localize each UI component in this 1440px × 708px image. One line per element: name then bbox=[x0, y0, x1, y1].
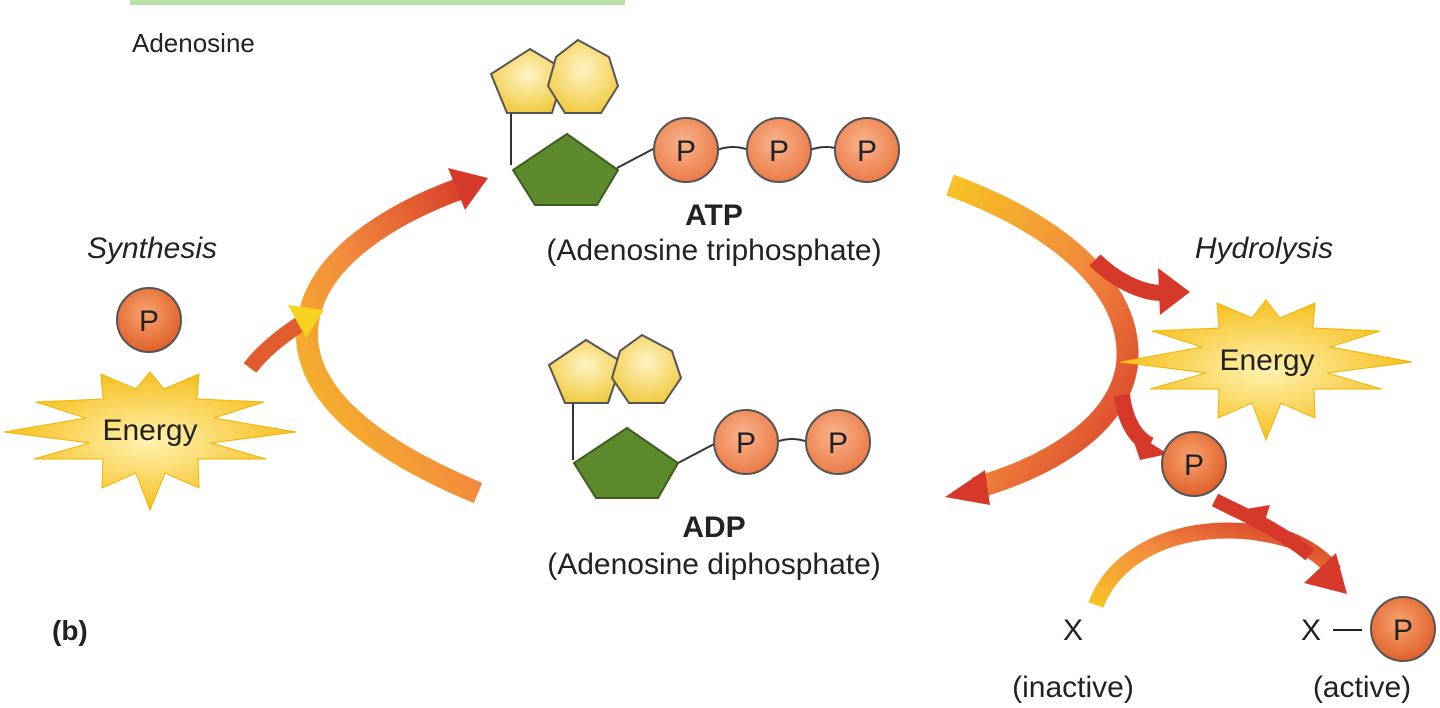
atp-phosphate-3: P bbox=[834, 117, 900, 183]
header-bar bbox=[130, 0, 625, 5]
phosphorylation-arrowhead bbox=[1304, 553, 1347, 594]
atp-molecule: P P P bbox=[489, 38, 900, 206]
svg-text:P: P bbox=[828, 427, 848, 460]
synthesis-energy-burst: Energy bbox=[3, 371, 297, 512]
x-inactive: X bbox=[1063, 614, 1083, 647]
energy-output-arrowhead bbox=[1158, 268, 1190, 315]
svg-text:Energy: Energy bbox=[1219, 344, 1314, 377]
energy-input-arrow bbox=[243, 317, 305, 373]
hydrolysis-arrow bbox=[946, 174, 1139, 499]
atp-ribose-pentagon bbox=[511, 132, 620, 206]
adp-adenine-pentagon bbox=[547, 338, 624, 404]
adp-phosphate-2: P bbox=[805, 409, 871, 475]
adp-title: ADP bbox=[682, 511, 745, 544]
svg-text:P: P bbox=[1184, 449, 1204, 482]
x-active: X bbox=[1301, 614, 1321, 647]
adp-molecule: P P bbox=[547, 333, 871, 499]
adp-phosphate-1: P bbox=[713, 409, 779, 475]
hydrolysis-label: Hydrolysis bbox=[1195, 232, 1333, 265]
svg-text:P: P bbox=[676, 135, 696, 168]
atp-title: ATP bbox=[685, 199, 743, 232]
energy-input-arrowhead bbox=[288, 305, 324, 338]
adp-subtitle: (Adenosine diphosphate) bbox=[547, 548, 881, 581]
phosphate-output-arrowhead bbox=[1130, 430, 1168, 460]
atp-adenine-hexagon bbox=[546, 38, 620, 114]
hydrolysis-phosphate: P bbox=[1161, 431, 1227, 497]
synthesis-label: Synthesis bbox=[87, 232, 217, 265]
energy-output-arrow bbox=[1089, 254, 1161, 301]
synthesis-arrowhead bbox=[448, 168, 488, 210]
synthesis-arrow bbox=[296, 177, 483, 504]
svg-text:P: P bbox=[139, 305, 159, 338]
svg-text:P: P bbox=[1393, 614, 1413, 647]
hydrolysis-arrowhead bbox=[945, 470, 990, 505]
synthesis-phosphate: P bbox=[116, 287, 182, 353]
active-label: (active) bbox=[1313, 671, 1411, 704]
atp-subtitle: (Adenosine triphosphate) bbox=[546, 234, 881, 267]
panel-label: (b) bbox=[52, 615, 88, 646]
adp-adenine-hexagon bbox=[610, 333, 683, 404]
hydrolysis-energy-burst: Energy bbox=[1119, 299, 1413, 442]
svg-text:P: P bbox=[857, 135, 877, 168]
atp-phosphate-1: P bbox=[653, 117, 719, 183]
adenosine-label: Adenosine bbox=[132, 28, 255, 58]
inactive-label: (inactive) bbox=[1012, 671, 1134, 704]
atp-phosphate-2: P bbox=[746, 117, 812, 183]
active-phosphate: P bbox=[1370, 596, 1436, 662]
transfer-arrowhead-tick bbox=[1240, 505, 1270, 530]
svg-text:Energy: Energy bbox=[102, 414, 197, 447]
svg-text:P: P bbox=[736, 427, 756, 460]
phosphorylation-arrow bbox=[1088, 522, 1342, 609]
adp-ribose-pentagon bbox=[572, 426, 680, 499]
svg-text:P: P bbox=[769, 135, 789, 168]
